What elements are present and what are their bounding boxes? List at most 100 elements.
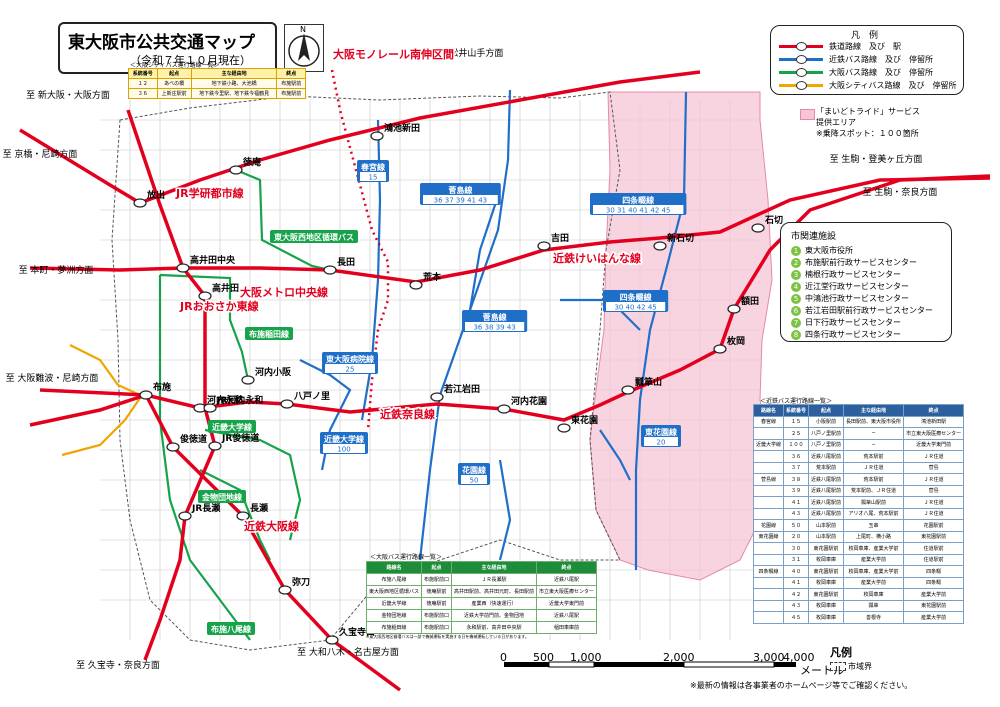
cell: 近鉄八尾駅 [536,573,598,586]
cell [752,484,785,497]
cell: 東花園駅前 [808,542,845,555]
cell: 近鉄八尾駅前 [808,473,845,486]
legend-row-railway: 鉄道路線 及び 駅 [779,40,901,52]
bus-tag-background [198,490,246,503]
cell: ３９ [783,484,810,497]
scale-label: 500 [533,651,554,664]
facility-number: 4 [791,281,801,292]
mytoride-service-area [589,91,773,581]
station-name: 河内永和 [207,394,243,406]
facility-number: 1 [791,245,801,256]
cell: 善根寺 [843,611,905,624]
cell: １００ [783,438,810,451]
station: 長田 [323,257,355,275]
cell: ４０ [783,565,810,578]
facility-label: 楠根行政サービスセンター [805,270,901,279]
bus-tag-background [270,230,358,243]
destination-label: 至 生駒・登美ヶ丘方面 [830,153,923,165]
cell: 東大阪西地区循環バス [365,585,423,598]
cell: 枚岡車庫 [808,611,845,624]
bus-tag-numbers: 15 [369,174,378,182]
station-marker [497,404,511,414]
station: 俊徳道 [166,433,207,452]
table-row: 布施稲田線布施駅前口永和駅前、高井田中央駅稲田車庫前 [365,621,598,634]
legend: 凡 例 鉄道路線 及び 駅 近鉄バス路線 及び 停留所 大阪バス路線 及び 停留… [770,25,964,95]
cell: 山本駅前 [808,519,845,532]
station-name: 放出 [146,189,165,201]
cell: 荒本駅前、ＪＲ住道 [843,484,905,497]
destination-label: 至 住道・松井山手方面 [411,47,504,59]
bus-route-tag: 金物団地線 [198,490,246,503]
station-marker [370,131,384,141]
destination-label: 至 大阪難波・尼崎方面 [6,372,99,384]
cell: ３６ [128,88,158,99]
destination-label: 至 生駒・奈良方面 [863,186,938,198]
cell: 徳庵駅前 [421,597,453,610]
bus-tag-title: 東大阪病院線 [326,354,374,364]
facility-number: 8 [791,329,801,340]
bus-tag-title: 近畿大学線 [324,434,364,444]
cell: 金物団地線 [365,609,423,622]
bus-tag-title: 四条畷線 [620,292,652,302]
bus-route-tag: 布施稲田線 [245,327,293,340]
station-name: 布施 [152,381,171,393]
col-header: 主な経由地 [451,561,538,574]
col-header: 路線名 [752,404,785,417]
bus-tag-background [207,622,255,635]
kintetsu-swatch [779,54,823,64]
cell: ＪＲ住道 [903,473,965,486]
cell: 東花園駅前 [808,588,845,601]
bus-tag-title: 花園線 [462,465,486,475]
scale-label: 3,000 [753,651,785,664]
bus-tag-background [245,327,293,340]
cell: ４５ [783,611,810,624]
station: 石切 [751,215,783,233]
station: 新石切 [653,232,694,251]
line-label: 大阪モノレール南伸区間 [333,47,454,61]
bus-tag-numbers: 20 [657,439,666,447]
cell: ＪＲ住道 [903,450,965,463]
station-marker [278,585,292,595]
bus-tag-number-box [325,364,375,373]
cell: 市立東大阪医療センター [903,427,965,440]
station: 弥刀 [278,576,310,595]
legend-row-osaka-bus: 大阪バス路線 及び 停留所 [779,66,933,78]
line-label: JR学研都市線 [175,186,244,200]
facilities-heading: 市関連施設 [791,232,837,242]
station-marker [139,390,153,400]
cell: 東花園駅前 [808,565,845,578]
bus-tag-numbers: 36 37 39 41 43 [434,197,487,205]
station-marker [557,423,571,433]
cell: 近鉄八尾駅前 [808,450,845,463]
station-marker [241,375,255,385]
cell: 住道駅前 [903,542,965,555]
cell: 布施駅前口 [421,621,453,634]
cell: 永和駅前、高井田中央駅 [451,621,538,634]
cell: 玉串 [843,519,905,532]
station-name: 八戸ノ里 [293,391,330,402]
bus-route-tag: 東大阪西地区循環バス [270,230,358,243]
cell: １２ [128,78,158,89]
cell: 四条畷 [903,565,965,578]
facility-number: 6 [791,305,801,316]
col-header: 終点 [903,404,965,417]
line-label: 大阪メトロ中央線 [240,285,328,299]
facility-label: 近江堂行政サービスセンター [805,282,909,291]
cell [752,611,785,624]
bus-tag-title: 東大阪西地区循環バス [274,232,354,242]
city-boundary-label: 市域界 [848,662,872,671]
bus-tag-title: 布施八尾線 [210,624,251,634]
